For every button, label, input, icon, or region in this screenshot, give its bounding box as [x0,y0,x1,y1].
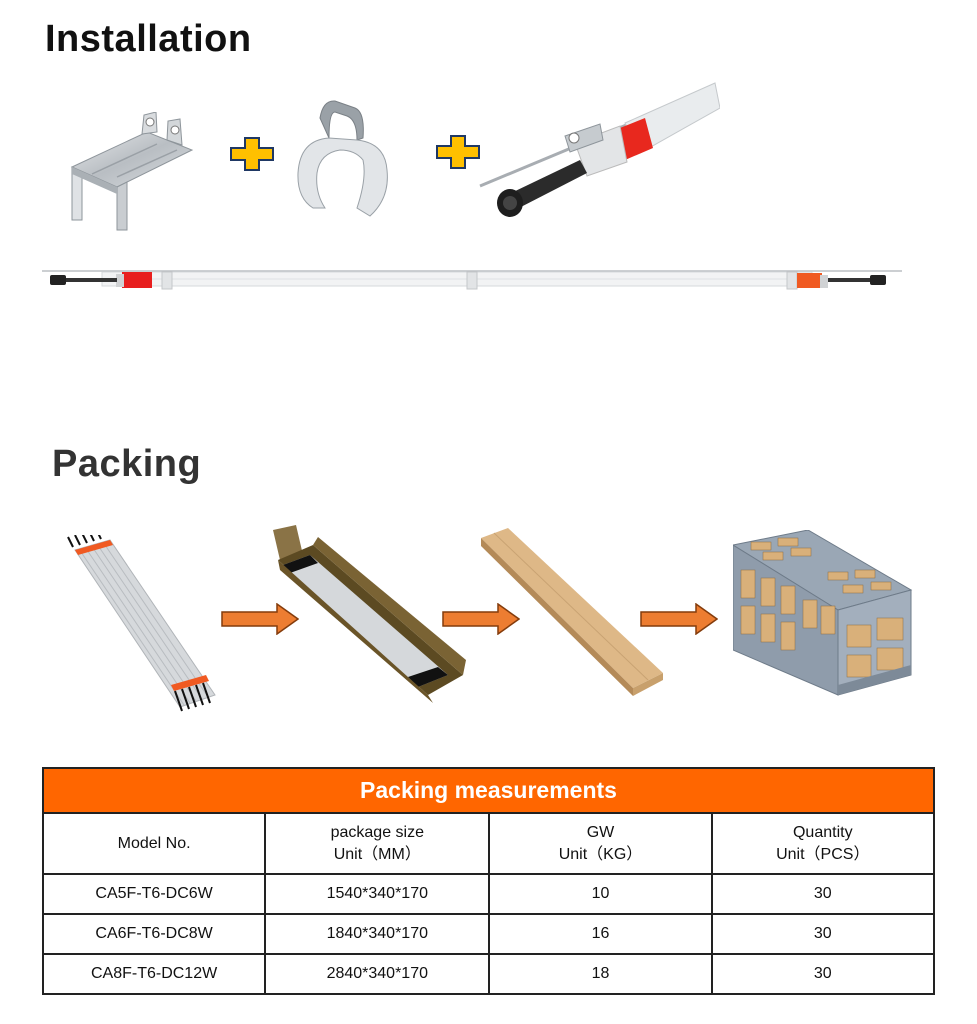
tube-end-connector-image [475,78,720,223]
plus-icon [230,137,274,171]
cell-package-size: 2840*340*170 [264,953,491,995]
cell-model: CA8F-T6-DC12W [41,953,267,995]
arrow-right-icon [442,603,520,635]
sealed-carton-image [478,528,668,698]
table-row: CA6F-T6-DC8W 1840*340*170 16 30 [41,913,936,955]
packing-heading: Packing [52,443,202,485]
open-carton-image [268,525,468,710]
table-row: CA5F-T6-DC6W 1540*340*170 10 30 [41,873,936,915]
packing-measurements-table: Packing measurements Model No. package s… [41,767,936,995]
cell-package-size: 1540*340*170 [264,873,491,915]
cell-model: CA5F-T6-DC6W [41,873,267,915]
cell-gw: 18 [488,953,713,995]
cell-model: CA6F-T6-DC8W [41,913,267,955]
column-header-model: Model No. [41,812,267,875]
bundled-tubes-image [65,535,225,715]
plus-icon [436,135,480,169]
installation-heading: Installation [45,18,252,60]
cell-gw: 10 [488,873,713,915]
arrow-right-icon [640,603,718,635]
table-row: CA8F-T6-DC12W 2840*340*170 18 30 [41,953,936,995]
arrow-right-icon [221,603,299,635]
cell-quantity: 30 [710,953,936,995]
table-title: Packing measurements [42,767,935,814]
tube-clip-image [295,98,395,223]
cell-quantity: 30 [710,913,936,955]
wooden-crate-pallet-image [733,530,913,705]
cell-gw: 16 [488,913,713,955]
mounting-bracket-image [62,112,197,232]
cell-quantity: 30 [710,873,936,915]
cell-package-size: 1840*340*170 [264,913,491,955]
full-tube-assembly-image [42,265,907,295]
